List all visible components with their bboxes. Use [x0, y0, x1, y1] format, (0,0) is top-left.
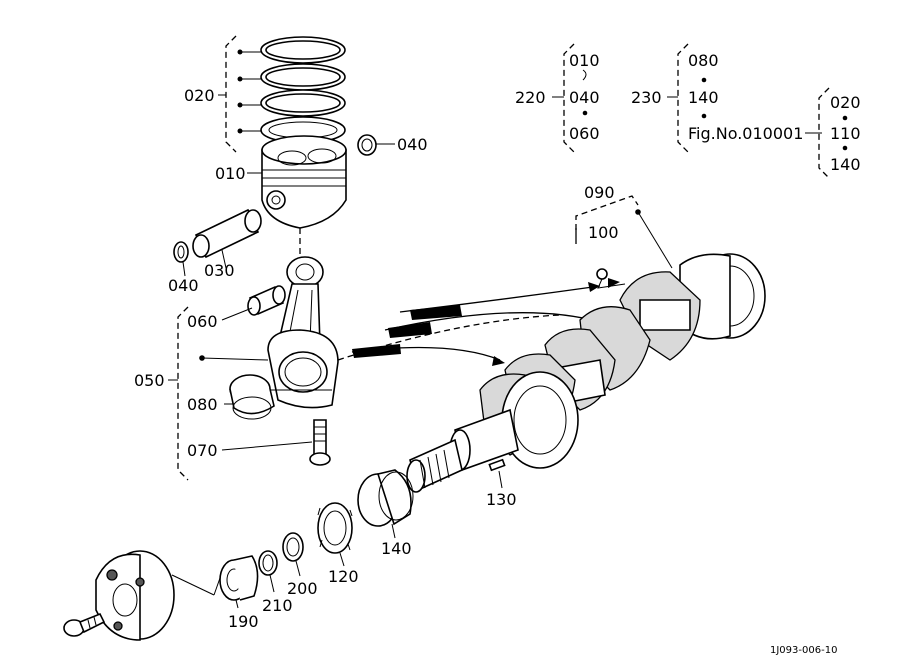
label-010: 010 — [215, 164, 246, 183]
label-140: 140 — [381, 539, 412, 558]
piston-rings — [260, 36, 346, 144]
label-070: 070 — [187, 441, 218, 460]
crank-bearing-140 — [357, 469, 414, 539]
big-end-bearing — [224, 374, 275, 420]
o-ring — [258, 550, 278, 593]
kit-220-item: 010 — [569, 51, 600, 70]
piston — [261, 135, 347, 262]
fig-kit-item: 020 — [830, 93, 861, 112]
label-210: 210 — [262, 596, 293, 615]
crankshaft — [406, 253, 766, 493]
label-120: 120 — [328, 567, 359, 586]
fig-kit-item: 140 — [830, 155, 861, 174]
collar — [219, 555, 259, 609]
label-030: 030 — [204, 261, 235, 280]
front-housing — [95, 550, 221, 641]
label-100: 100 — [588, 223, 619, 242]
kit-220: 220 010 040 060 — [515, 43, 600, 153]
ring-leaders — [218, 35, 262, 153]
label-040-left: 040 — [168, 276, 199, 295]
label-190: 190 — [228, 612, 259, 631]
label-040-right: 040 — [397, 135, 428, 154]
label-080: 080 — [187, 395, 218, 414]
oil-slinger — [282, 532, 304, 577]
small-end-bushing — [221, 285, 286, 321]
crankshaft-bracket — [575, 195, 673, 289]
figure-reference: 1J093-006-10 — [770, 645, 837, 656]
circlip-right — [357, 134, 395, 156]
label-200: 200 — [287, 579, 318, 598]
kit-230: 230 080 140 Fig.No.010001 — [631, 43, 822, 153]
crank-gear — [317, 502, 353, 567]
kit-230-code: 230 — [631, 88, 662, 107]
kit-230-item: 140 — [688, 88, 719, 107]
conrod-bracket — [168, 306, 269, 481]
label-060: 060 — [187, 312, 218, 331]
label-050: 050 — [134, 371, 165, 390]
kit-220-code: 220 — [515, 88, 546, 107]
kit-230-item: Fig.No.010001 — [688, 124, 803, 143]
conrod-bolt — [221, 419, 331, 466]
label-130: 130 — [486, 490, 517, 509]
piston-pin — [192, 208, 262, 269]
kit-220-item: 060 — [569, 124, 600, 143]
label-090: 090 — [584, 183, 615, 202]
label-020: 020 — [184, 86, 215, 105]
connecting-rod — [267, 256, 339, 409]
fig-kit-item: 110 — [830, 124, 861, 143]
circlip-left — [173, 241, 189, 277]
fig-kit: 020 110 140 — [818, 87, 861, 179]
kit-220-item: 040 — [569, 88, 600, 107]
kit-230-item: 080 — [688, 51, 719, 70]
assembly-arrows — [337, 278, 620, 366]
housing-bolt — [63, 612, 106, 637]
